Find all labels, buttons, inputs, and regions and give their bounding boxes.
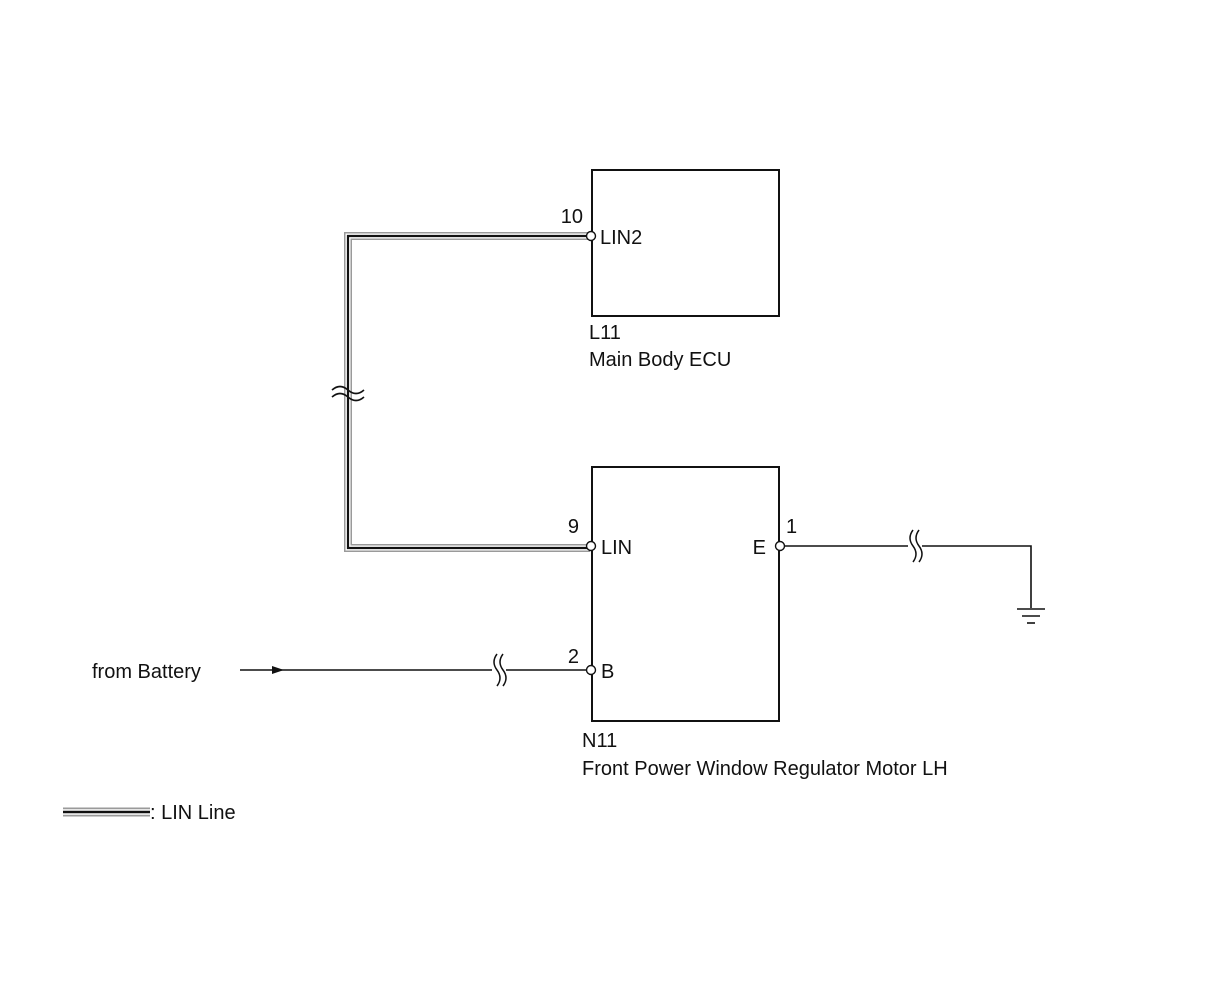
motor-e-pin-number: 1 bbox=[786, 516, 797, 538]
main-body-ecu-box bbox=[591, 169, 780, 317]
lin-line-wire bbox=[344, 232, 590, 552]
regulator-motor-box bbox=[591, 466, 780, 722]
ground-wire bbox=[785, 545, 1032, 608]
battery-arrow-icon bbox=[272, 666, 284, 674]
motor-lin-pin-terminal bbox=[585, 540, 597, 552]
battery-feed-wire bbox=[240, 666, 586, 674]
ground-wire-break-symbol bbox=[908, 529, 923, 564]
motor-e-pin-terminal bbox=[774, 540, 786, 552]
motor-b-pin-number: 2 bbox=[568, 646, 579, 668]
ecu-pin-label: LIN2 bbox=[600, 227, 642, 249]
motor-b-pin-terminal bbox=[585, 664, 597, 676]
motor-lin-pin-label: LIN bbox=[601, 537, 632, 559]
ecu-component-name: Main Body ECU bbox=[589, 349, 731, 371]
ecu-pin-terminal bbox=[585, 230, 597, 242]
ground-symbol-icon bbox=[1017, 608, 1045, 624]
motor-connector-code: N11 bbox=[582, 730, 617, 752]
motor-e-pin-label: E bbox=[753, 537, 766, 559]
motor-b-pin-label: B bbox=[601, 661, 614, 683]
ecu-pin-number: 10 bbox=[561, 206, 583, 228]
ecu-connector-code: L11 bbox=[589, 322, 621, 344]
legend-lin-line-label: : LIN Line bbox=[150, 802, 236, 824]
motor-component-name: Front Power Window Regulator Motor LH bbox=[582, 758, 948, 780]
battery-source-label: from Battery bbox=[92, 661, 201, 683]
motor-lin-pin-number: 9 bbox=[568, 516, 579, 538]
lin-line-break-symbol bbox=[331, 385, 365, 402]
battery-wire-break-symbol bbox=[492, 653, 507, 688]
